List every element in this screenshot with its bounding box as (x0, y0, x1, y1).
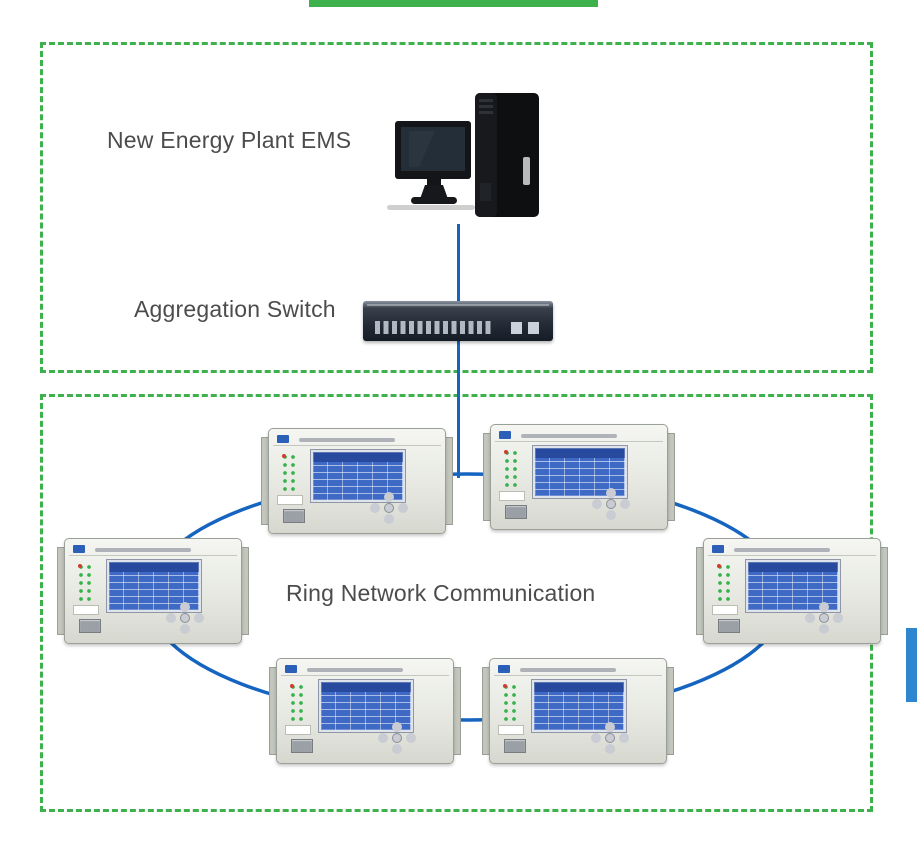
uplink-computer-to-switch (457, 224, 460, 304)
device-led-panel (289, 683, 305, 731)
device-alarm-led (503, 684, 507, 688)
relay-device (269, 658, 461, 764)
device-header (494, 662, 662, 676)
device-alarm-led (282, 454, 286, 458)
monitor-stand (420, 185, 448, 199)
device-label-strip (277, 495, 303, 505)
device-led-panel (503, 449, 519, 497)
device-alarm-led (504, 450, 508, 454)
ems-label: New Energy Plant EMS (107, 127, 352, 153)
device-keypad (802, 601, 846, 635)
device-port-slot (291, 739, 313, 753)
right-edge-strip (906, 628, 917, 702)
device-keypad-buttons (180, 613, 190, 623)
device-keypad-buttons (392, 733, 402, 743)
device-port-slot (283, 509, 305, 523)
device-alarm-led (78, 564, 82, 568)
tower-vent (480, 183, 491, 201)
device-header (495, 428, 663, 442)
device-led-panel (502, 683, 518, 731)
top-partial-boundary (309, 0, 598, 7)
screen-glare (409, 131, 435, 167)
tower-brand-strip (523, 157, 530, 185)
ring-label: Ring Network Communication (286, 580, 596, 606)
device-brand-logo (73, 545, 85, 553)
device-label-strip (285, 725, 311, 735)
device-panel (276, 658, 454, 764)
ems-workstation-icon (387, 93, 539, 217)
switch-top-edge (367, 304, 549, 306)
switch-label: Aggregation Switch (134, 296, 336, 322)
relay-device (261, 428, 453, 534)
relay-device (483, 424, 675, 530)
device-led-panel (77, 563, 93, 611)
device-brand-logo (285, 665, 297, 673)
monitor-base (411, 197, 457, 204)
device-header (69, 542, 237, 556)
relay-device (696, 538, 888, 644)
device-port-slot (718, 619, 740, 633)
device-port-slot (79, 619, 101, 633)
device-keypad (588, 721, 632, 755)
device-alarm-led (290, 684, 294, 688)
device-header (708, 542, 876, 556)
device-port-slot (505, 505, 527, 519)
switch-ports (375, 321, 493, 334)
device-label-strip (498, 725, 524, 735)
device-brand-logo (499, 431, 511, 439)
device-model-text (734, 548, 830, 552)
tower-drive-bay (479, 99, 493, 102)
device-panel (490, 424, 668, 530)
device-keypad (375, 721, 419, 755)
device-led-panel (716, 563, 732, 611)
device-model-text (520, 668, 616, 672)
device-keypad-buttons (384, 503, 394, 513)
device-panel (489, 658, 667, 764)
device-keypad-buttons (819, 613, 829, 623)
relay-device (57, 538, 249, 644)
monitor-neck (427, 179, 441, 185)
device-model-text (307, 668, 403, 672)
device-keypad (163, 601, 207, 635)
device-keypad-buttons (606, 499, 616, 509)
device-model-text (299, 438, 395, 442)
device-label-strip (73, 605, 99, 615)
uplink-switch-to-ring (457, 341, 460, 478)
tower-drive-bay (479, 111, 493, 114)
device-panel (268, 428, 446, 534)
device-keypad (589, 487, 633, 521)
device-panel (64, 538, 242, 644)
device-keypad-buttons (605, 733, 615, 743)
device-brand-logo (498, 665, 510, 673)
computer-shadow (387, 205, 475, 210)
device-led-panel (281, 453, 297, 501)
device-port-slot (504, 739, 526, 753)
device-brand-logo (277, 435, 289, 443)
tower-drive-bay (479, 105, 493, 108)
station-boundary-box (40, 42, 873, 373)
switch-sfp-ports (511, 322, 539, 334)
device-header (273, 432, 441, 446)
device-keypad (367, 491, 411, 525)
device-model-text (95, 548, 191, 552)
device-header (281, 662, 449, 676)
device-label-strip (712, 605, 738, 615)
network-switch-icon (363, 301, 553, 341)
relay-device (482, 658, 674, 764)
device-model-text (521, 434, 617, 438)
device-panel (703, 538, 881, 644)
device-alarm-led (717, 564, 721, 568)
device-brand-logo (712, 545, 724, 553)
device-label-strip (499, 491, 525, 501)
